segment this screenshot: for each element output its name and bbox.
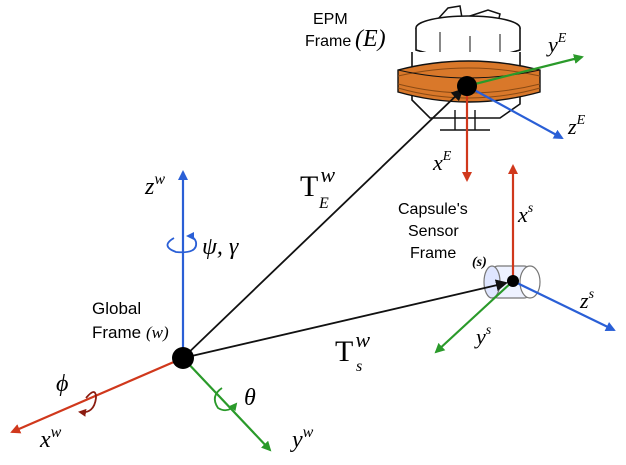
epm-z-axis bbox=[466, 85, 564, 139]
capsule-frame-label-line3: Frame bbox=[410, 245, 456, 262]
theta-label: θ bbox=[244, 385, 256, 411]
capsule-frame-symbol: (s) bbox=[472, 255, 487, 270]
epm-origin bbox=[457, 76, 477, 96]
world-x-axis bbox=[10, 356, 184, 434]
sensor-origin bbox=[507, 275, 519, 287]
world-x-label: xw bbox=[39, 424, 62, 453]
sensor-x-label: xs bbox=[517, 201, 534, 227]
epm-frame-symbol: (E) bbox=[355, 26, 386, 52]
sensor-z-label: zs bbox=[579, 287, 595, 313]
world-y-label: yw bbox=[290, 424, 314, 453]
transform-arrow-to-sensor bbox=[182, 279, 508, 359]
epm-frame-label-line1: EPM bbox=[313, 11, 348, 28]
epm-z-label: zE bbox=[567, 113, 586, 139]
world-y-axis bbox=[182, 357, 272, 452]
world-origin bbox=[172, 347, 194, 369]
phi-rotation-arrow bbox=[78, 391, 97, 417]
theta-rotation-arrow bbox=[213, 387, 238, 412]
sensor-y-axis bbox=[434, 280, 514, 354]
global-frame-label-line2: Frame bbox=[92, 323, 141, 342]
capsule-frame-label-line2: Sensor bbox=[408, 223, 459, 240]
world-z-label: zw bbox=[144, 171, 165, 200]
epm-y-axis bbox=[466, 54, 584, 88]
epm-x-label: xE bbox=[432, 149, 452, 175]
global-frame-symbol: (w) bbox=[146, 323, 169, 342]
epm-frame-label-line2: Frame bbox=[305, 33, 351, 50]
psi-gamma-label: ψ, γ bbox=[202, 234, 239, 260]
capsule-frame-label-line1: Capsule's bbox=[398, 201, 468, 218]
sensor-z-axis bbox=[512, 280, 616, 332]
global-frame-label-line1: Global bbox=[92, 299, 141, 318]
sensor-y-label: ys bbox=[474, 323, 492, 349]
transform-arrow-to-epm bbox=[182, 88, 464, 359]
epm-device-illustration bbox=[397, 5, 541, 131]
psi-rotation-arrow bbox=[166, 232, 198, 254]
epm-y-label: yE bbox=[546, 31, 567, 57]
phi-label: ϕ bbox=[56, 371, 68, 397]
